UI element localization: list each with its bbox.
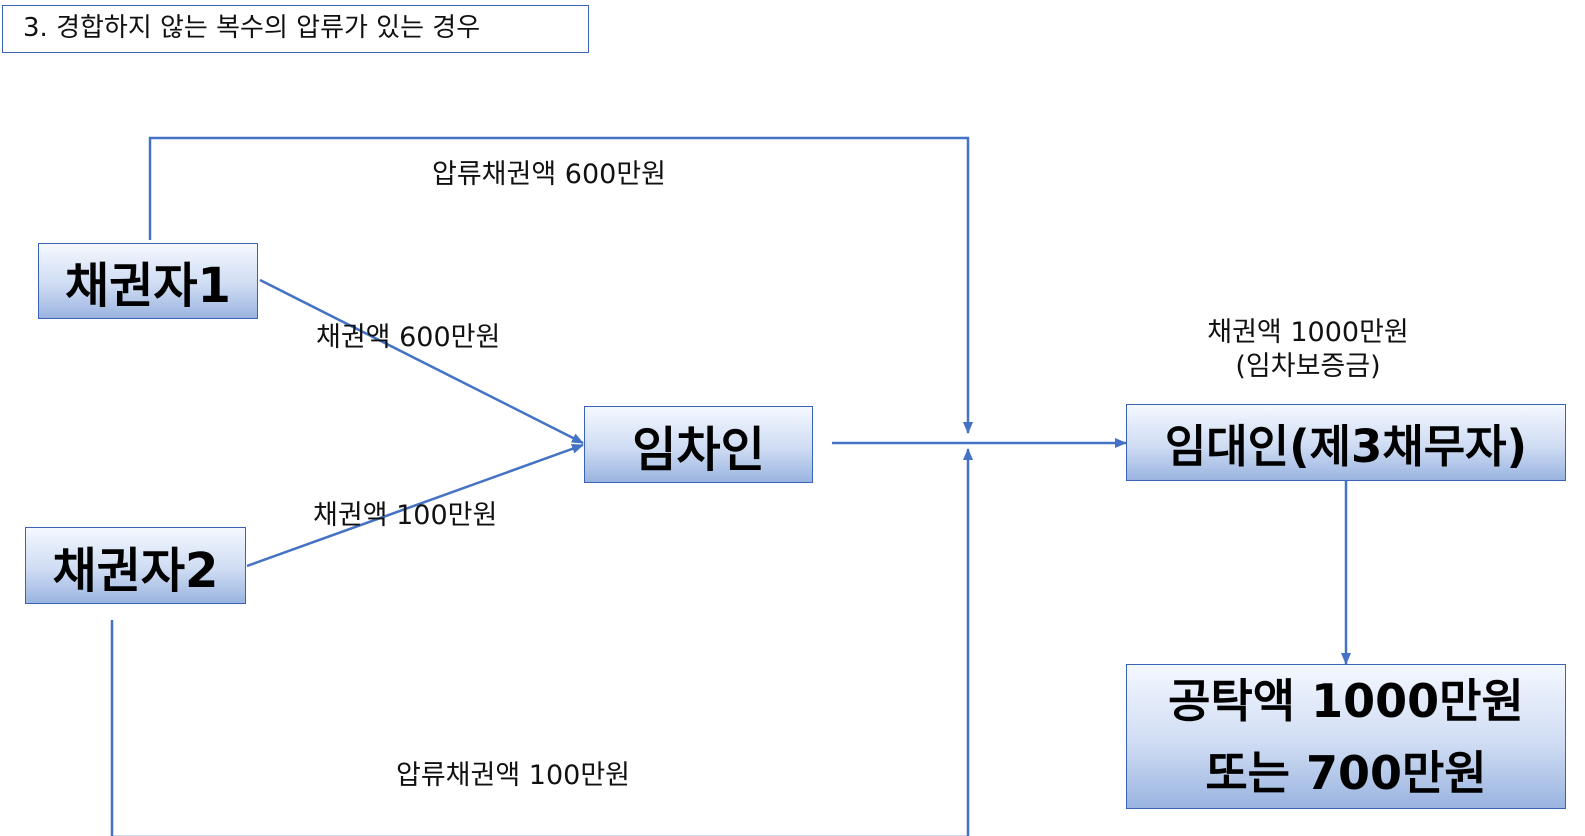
claim1-arrow bbox=[259, 278, 584, 445]
seizure1-label: 압류채권액 600만원 bbox=[432, 159, 666, 190]
claim1-label: 채권액 600만원 bbox=[316, 322, 501, 353]
seizure2-arrow bbox=[110, 448, 973, 836]
claim2-arrow bbox=[246, 443, 584, 568]
tenant-node: 임차인 bbox=[584, 406, 813, 483]
tenant-to-landlord-label-line-2: (임차보증금) bbox=[1235, 351, 1381, 382]
deposit-result-node: 공탁액 1000만원 또는 700만원 bbox=[1126, 664, 1566, 809]
page-title: 3. 경합하지 않는 복수의 압류가 있는 경우 bbox=[2, 5, 589, 53]
claim2-label: 채권액 100만원 bbox=[313, 500, 498, 531]
landlord-node: 임대인(제3채무자) bbox=[1126, 404, 1566, 481]
deposit-line-2: 또는 700만원 bbox=[1205, 745, 1487, 800]
tenant-to-landlord-label-line-1: 채권액 1000만원 bbox=[1207, 317, 1409, 348]
seizure2-label: 압류채권액 100만원 bbox=[396, 760, 630, 791]
tenant-to-landlord-label: 채권액 1000만원 (임차보증금) bbox=[1188, 316, 1428, 384]
deposit-line-1: 공탁액 1000만원 bbox=[1168, 673, 1524, 728]
creditor2-node: 채권자2 bbox=[25, 527, 246, 604]
creditor1-node: 채권자1 bbox=[38, 243, 258, 319]
seizure1-arrow bbox=[148, 136, 973, 434]
